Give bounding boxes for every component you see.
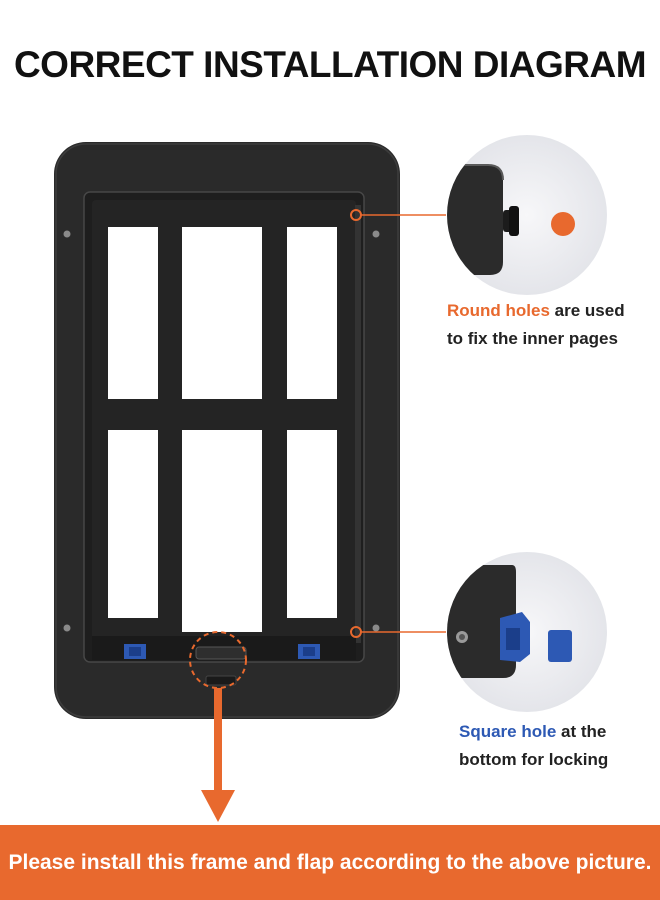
round-hole-label: Round holes: [447, 301, 550, 320]
flap-window: [182, 227, 262, 399]
round-hole-text: are used: [549, 301, 625, 320]
page-title: CORRECT INSTALLATION DIAGRAM: [13, 44, 647, 85]
banner-text: Please install this frame and flap accor…: [8, 850, 652, 874]
screw-icon: [372, 230, 380, 238]
flap-window: [108, 430, 158, 618]
flap-window: [182, 430, 262, 632]
round-hole-text-2: to fix the inner pages: [447, 329, 618, 348]
blue-lock-clip: [298, 644, 320, 659]
round-hole-marker: [350, 209, 446, 221]
round-hole-callout: Round holes are used to fix the inner pa…: [447, 297, 625, 353]
square-hole-callout: Square hole at the bottom for locking: [459, 718, 608, 774]
screw-icon: [372, 624, 380, 632]
flap-window: [287, 430, 337, 618]
square-hole-icon: [548, 630, 572, 662]
square-hole-text: at the: [556, 722, 607, 741]
square-hole-text-2: bottom for locking: [459, 750, 609, 769]
screw-icon: [63, 624, 71, 632]
square-hole-marker: [350, 626, 446, 638]
flap-window: [287, 227, 337, 399]
installation-diagram: [54, 135, 607, 822]
blue-lock-clip: [124, 644, 146, 659]
door-flap: [83, 191, 365, 686]
square-hole-zoom: [447, 552, 607, 712]
round-hole-zoom: [447, 135, 607, 295]
square-hole-label: Square hole: [459, 722, 557, 741]
latch-highlight: [189, 631, 247, 689]
flap-window: [108, 227, 158, 399]
instruction-banner: Please install this frame and flap accor…: [0, 825, 660, 900]
screw-icon: [63, 230, 71, 238]
round-hole-icon: [551, 212, 575, 236]
arrow-down-icon: [201, 688, 235, 822]
